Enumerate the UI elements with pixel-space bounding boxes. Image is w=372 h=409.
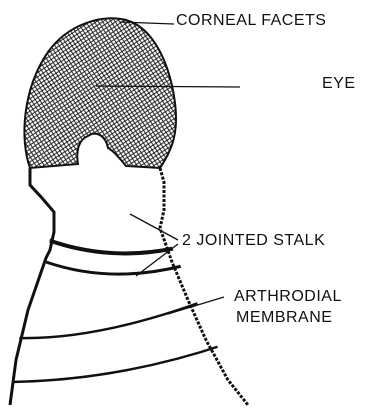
label-eye: EYE [322,75,356,93]
eye-shape [24,18,176,168]
label-arthrodial: ARTHRODIAL [234,288,342,306]
stalk-outline [10,168,54,405]
stalk-right-edge [160,168,248,405]
label-corneal-facets: CORNEAL FACETS [176,12,326,30]
leader-arthrodial [168,297,224,314]
label-membrane: MEMBRANE [236,309,332,327]
label-stalk: 2 JOINTED STALK [182,232,325,250]
leader-stalk-upper [130,214,178,240]
